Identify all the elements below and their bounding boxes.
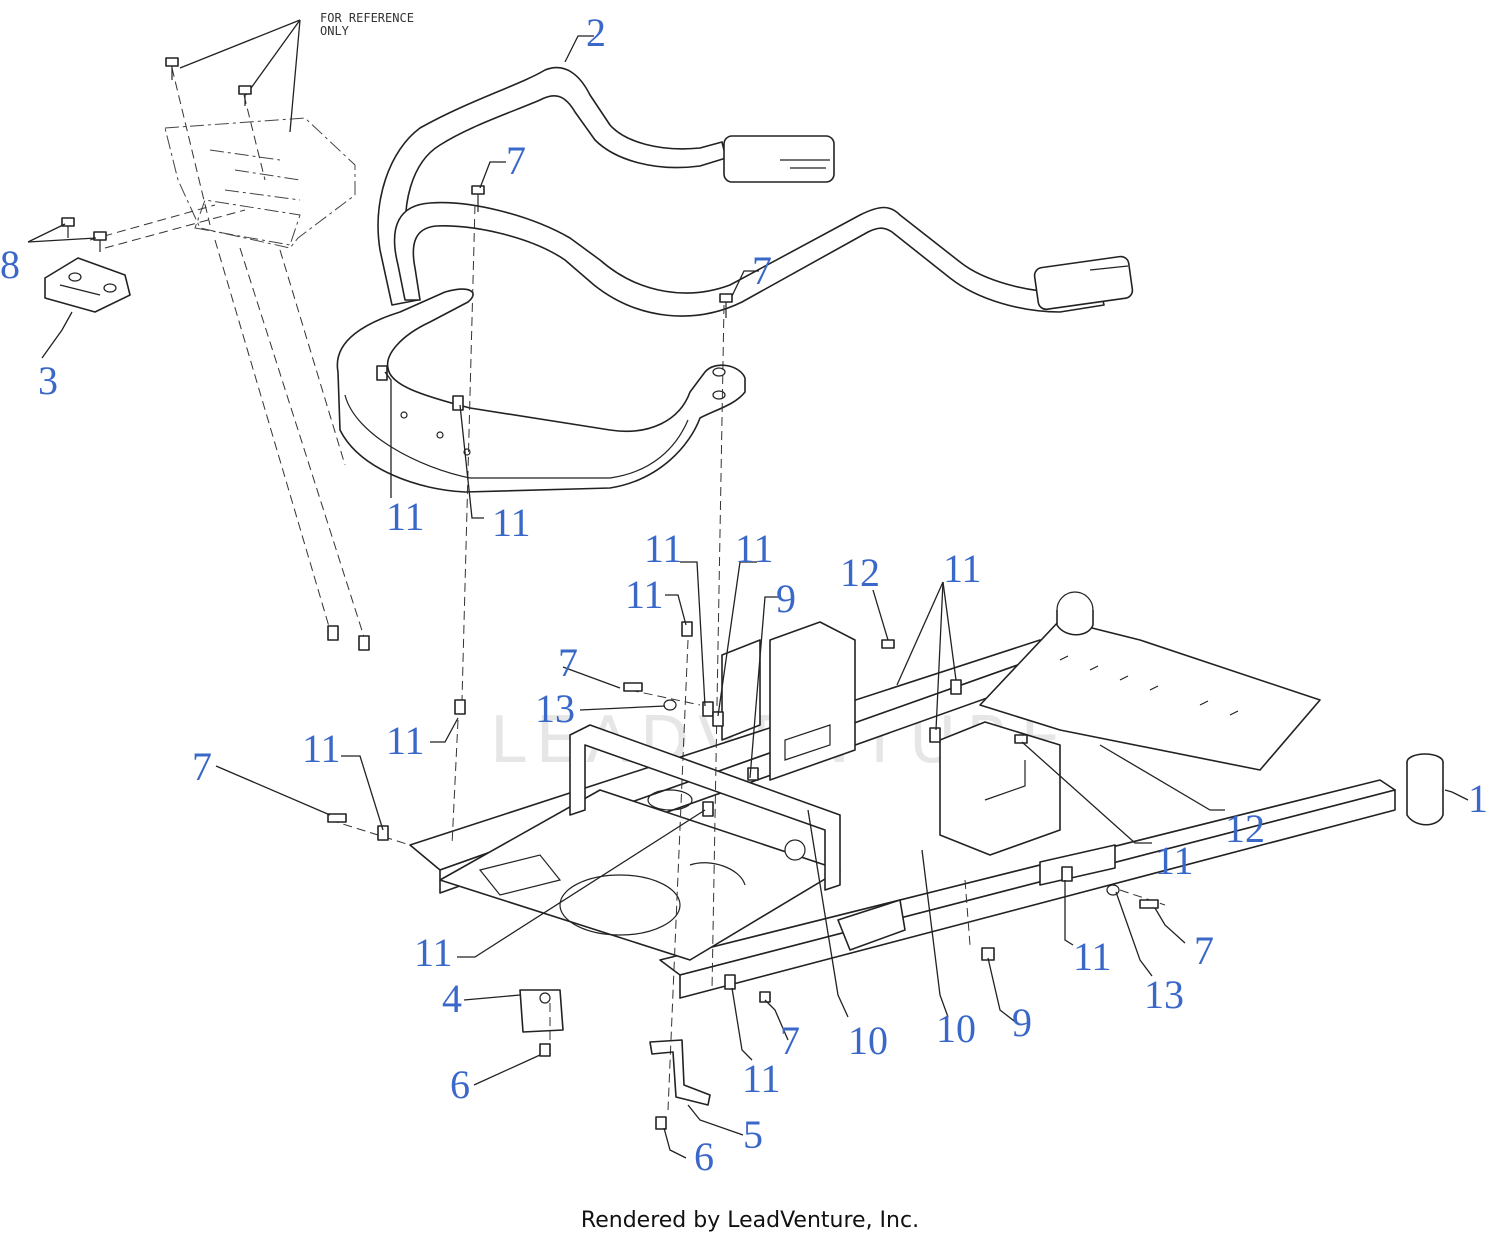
assembly-lines [89, 67, 1166, 1111]
callout-13: 13 [1144, 972, 1184, 1017]
callout-11: 11 [414, 930, 453, 975]
callout-1: 1 [1468, 776, 1488, 821]
callout-11: 11 [1155, 838, 1194, 883]
callout-11: 11 [1073, 934, 1112, 979]
callout-6: 6 [694, 1134, 714, 1179]
callout-2: 2 [586, 10, 606, 55]
callout-9: 9 [1012, 1000, 1032, 1045]
callout-11: 11 [625, 572, 664, 617]
callout-11: 11 [302, 726, 341, 771]
callout-12: 12 [840, 550, 880, 595]
fasteners [61, 57, 1159, 1130]
callout-11: 11 [742, 1056, 781, 1101]
callout-12: 12 [1225, 806, 1265, 851]
callout-7: 7 [558, 640, 578, 685]
callout-7: 7 [506, 138, 526, 183]
bracket-5-part [649, 1039, 711, 1106]
callout-11: 11 [644, 526, 683, 571]
reference-note: FOR REFERENCE [320, 11, 414, 25]
callout-10: 10 [936, 1006, 976, 1051]
callout-5: 5 [743, 1112, 763, 1157]
rops-bar-part [336, 66, 1134, 493]
reference-seat-plate: FOR REFERENCE ONLY [164, 11, 414, 249]
callout-7: 7 [1194, 928, 1214, 973]
callout-3: 3 [38, 358, 58, 403]
callout-11: 11 [492, 500, 531, 545]
callout-8: 8 [0, 242, 20, 287]
callout-13: 13 [535, 686, 575, 731]
leader-lines [27, 35, 1469, 1159]
callout-11: 11 [386, 718, 425, 763]
reference-note-2: ONLY [320, 24, 350, 38]
callout-11: 11 [735, 526, 774, 571]
callout-10: 10 [848, 1018, 888, 1063]
callout-7: 7 [192, 744, 212, 789]
callout-7: 7 [752, 248, 772, 293]
callout-6: 6 [450, 1062, 470, 1107]
callout-labels: 1 2 3 4 5 6 6 7 7 7 7 7 7 8 9 9 10 10 11… [0, 10, 1488, 1179]
bracket-plate-part [44, 257, 131, 313]
callout-4: 4 [442, 976, 462, 1021]
callout-11: 11 [386, 494, 425, 539]
callout-9: 9 [776, 576, 796, 621]
callout-11: 11 [943, 546, 982, 591]
footer-credit: Rendered by LeadVenture, Inc. [580, 1208, 920, 1233]
callout-7: 7 [780, 1018, 800, 1063]
bracket-4-part [519, 989, 564, 1033]
